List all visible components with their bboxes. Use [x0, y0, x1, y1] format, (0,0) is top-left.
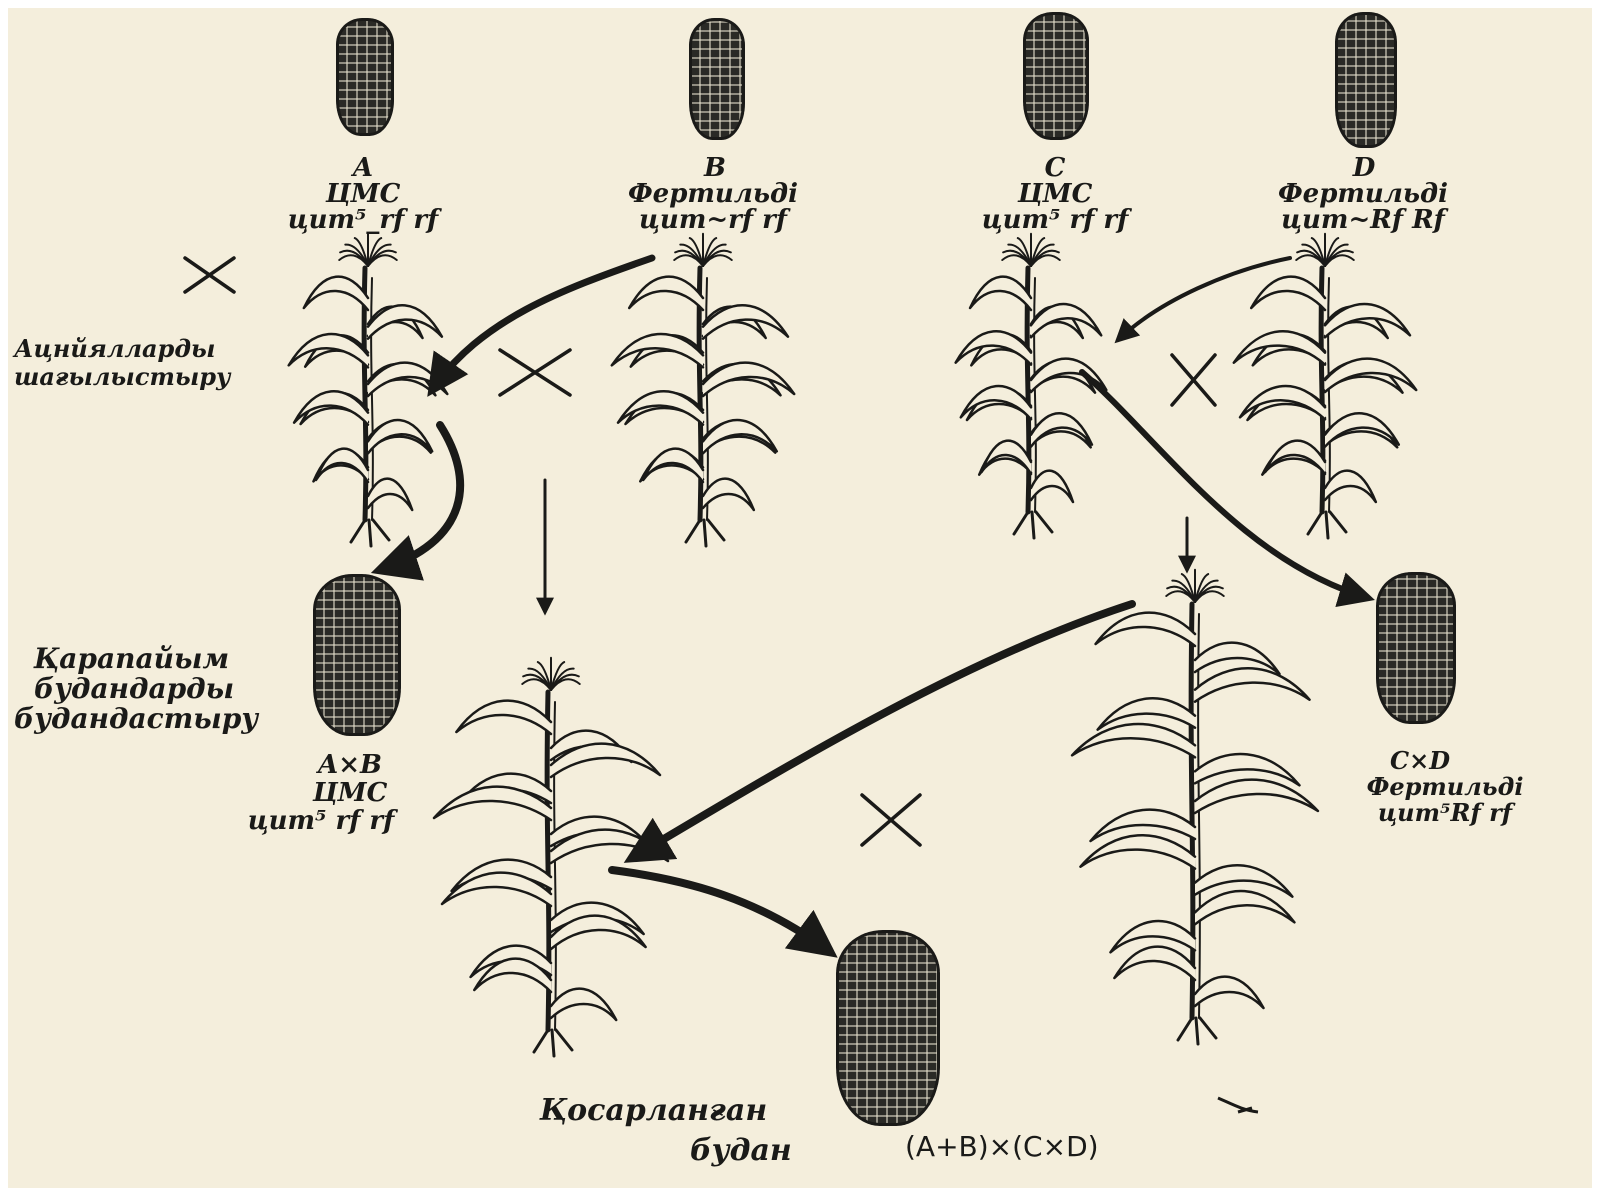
- corn-plant-cd-icon: [1072, 570, 1318, 1044]
- label-ab-type: ЦМС: [290, 780, 410, 807]
- arrow-ab-to-final-icon: [612, 870, 830, 952]
- label-simple-1: Қарапайым: [34, 644, 229, 673]
- label-final-1: Қосарланған: [540, 1095, 767, 1127]
- label-c-genotype: цит⁵ rf rf: [948, 207, 1162, 234]
- cross-icon: [185, 258, 234, 292]
- corn-plant-a-icon: [289, 234, 448, 546]
- arrow-cd-to-ab-icon: [632, 604, 1132, 858]
- label-pollination-2: шағылыстыру: [14, 364, 230, 389]
- label-pollination-1: Ацнйялларды: [14, 336, 215, 361]
- arrow-b-to-a-icon: [432, 258, 652, 390]
- label-ab-genotype: цит⁵ rf rf: [196, 808, 446, 835]
- label-ab-name: A×B: [290, 752, 410, 779]
- label-cd-name: C×D: [1360, 748, 1480, 773]
- corn-plant-d-icon: [1234, 234, 1416, 538]
- label-final-2: будан: [690, 1135, 792, 1167]
- label-a-genotype: цит⁵_rf rf: [258, 207, 468, 234]
- label-final-formula: (A+B)×(C×D): [905, 1132, 1099, 1161]
- label-d-genotype: цит~Rf Rf: [1238, 207, 1488, 234]
- arrow-a-to-ab-icon: [380, 425, 460, 570]
- label-b-genotype: цит~rf rf: [598, 207, 828, 234]
- cross-icon: [862, 795, 920, 845]
- corn-plant-b-icon: [612, 234, 794, 546]
- cross-icon: [500, 350, 570, 395]
- corn-plant-c-icon: [956, 234, 1107, 538]
- label-cd-genotype: цит⁵Rf rf: [1330, 800, 1560, 825]
- label-simple-2: будандарды: [34, 674, 234, 703]
- cross-icon: [1172, 355, 1215, 405]
- arrow-d-to-c-icon: [1118, 258, 1290, 340]
- small-mark-icon: [1218, 1098, 1258, 1112]
- label-cd-type: Фертильді: [1330, 774, 1560, 799]
- label-simple-3: будандастыру: [14, 704, 258, 733]
